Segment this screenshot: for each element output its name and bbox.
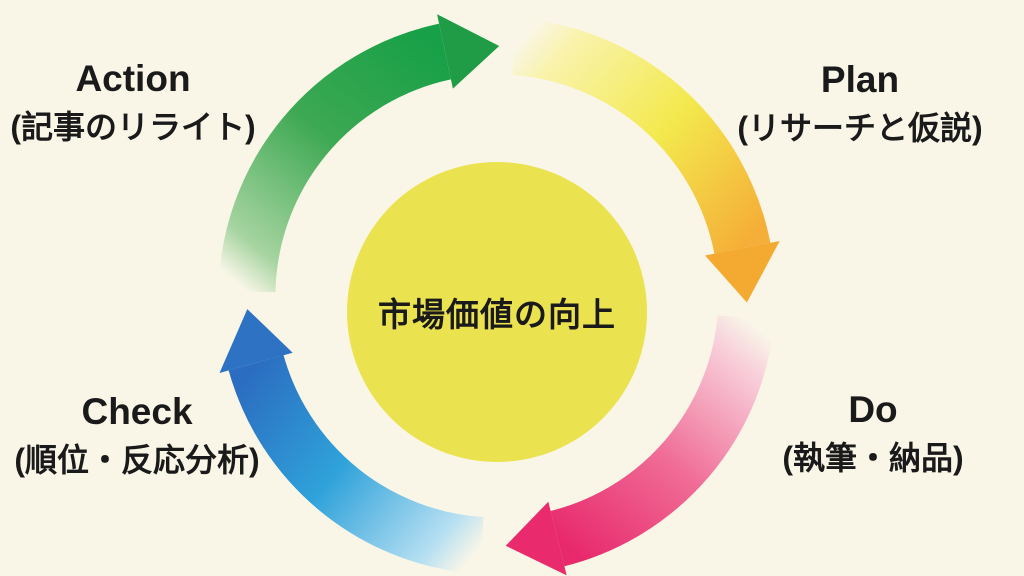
check-arc: [228, 354, 484, 574]
label-do-subtitle: (執筆・納品): [782, 440, 964, 476]
label-check-subtitle: (順位・反応分析): [14, 442, 260, 478]
label-action-subtitle: (記事のリライト): [10, 109, 256, 145]
center-goal-label: 市場価値の向上: [378, 296, 616, 333]
plan-arc: [511, 18, 771, 255]
center-goal-circle: 市場価値の向上: [347, 162, 647, 462]
label-do-title: Do: [848, 389, 898, 430]
label-check: Check (順位・反応分析): [0, 388, 287, 484]
plan-arrowhead-icon: [705, 241, 780, 303]
do-arc: [550, 314, 775, 567]
label-action: Action (記事のリライト): [0, 55, 278, 151]
do-arrowhead-icon: [505, 501, 567, 576]
label-plan-subtitle: (リサーチと仮説): [737, 110, 983, 146]
label-plan-title: Plan: [820, 59, 900, 100]
check-arrowhead-icon: [219, 309, 293, 373]
label-plan: Plan (リサーチと仮説): [698, 56, 1022, 152]
label-action-title: Action: [75, 58, 191, 99]
label-do: Do (執筆・納品): [738, 386, 1008, 482]
action-arrowhead-icon: [437, 14, 500, 89]
action-arc: [218, 23, 452, 293]
label-check-title: Check: [81, 391, 193, 432]
